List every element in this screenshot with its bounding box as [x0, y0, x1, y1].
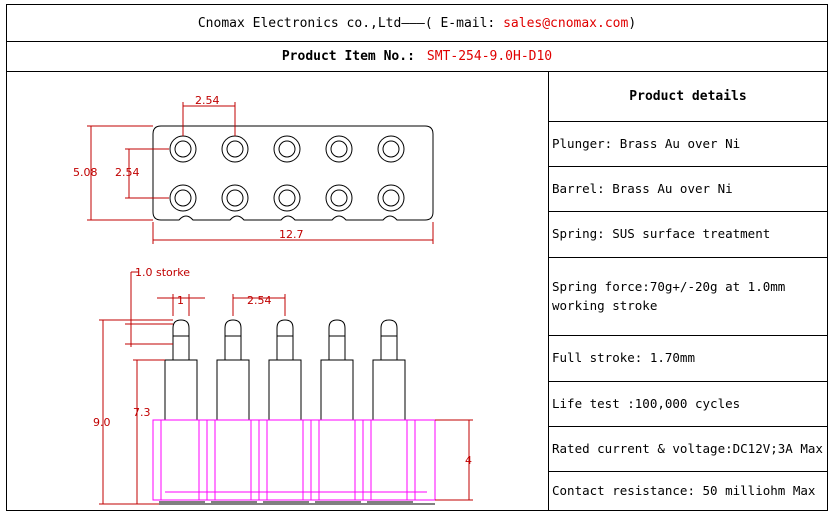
detail-rated-current: Rated current & voltage:DC12V;3A Max — [549, 427, 827, 472]
details-title: Product details — [549, 72, 827, 122]
detail-life-test: Life test :100,000 cycles — [549, 382, 827, 427]
side-base-height-label: 4 — [465, 454, 472, 467]
item-label: Product Item No.: — [281, 49, 415, 64]
detail-full-stroke: Full stroke: 1.70mm — [549, 336, 827, 382]
pins — [159, 319, 435, 505]
technical-drawing: 2.54 5.08 2.54 12.7 — [7, 72, 549, 510]
top-height-label: 5.08 — [73, 166, 98, 179]
side-pitch-label: 2.54 — [247, 294, 272, 307]
side-plunger-label: 1 — [177, 294, 184, 307]
insulator-base — [152, 419, 436, 501]
item-number: SMT-254-9.0H-D10 — [426, 49, 553, 64]
drawing-svg: 2.54 5.08 2.54 12.7 — [73, 94, 473, 505]
side-stroke-label: 1.0 storke — [135, 266, 190, 279]
top-view-outline — [152, 125, 434, 221]
detail-contact-resistance: Contact resistance: 50 milliohm Max — [552, 482, 816, 498]
company-name: Cnomax Electronics co.,Ltd———( E-mail: — [197, 15, 504, 31]
top-pitch-label: 2.54 — [195, 94, 220, 107]
email-link[interactable]: sales@cnomax.com — [503, 15, 629, 31]
side-view-dimensions — [99, 271, 473, 505]
side-total-height-label: 9.0 — [93, 416, 111, 429]
side-body-height-label: 7.3 — [133, 406, 151, 419]
detail-plunger: Plunger: Brass Au over Ni — [549, 122, 827, 167]
product-details-table: Product details Plunger: Brass Au over N… — [549, 72, 827, 510]
pin-holes — [169, 135, 405, 212]
datasheet: Cnomax Electronics co.,Ltd———( E-mail: s… — [6, 4, 828, 511]
detail-spring: Spring: SUS surface treatment — [549, 212, 827, 258]
close-paren: ) — [628, 15, 637, 31]
top-view — [152, 125, 434, 221]
company-header: Cnomax Electronics co.,Ltd———( E-mail: s… — [7, 5, 827, 42]
top-row-pitch-label: 2.54 — [115, 166, 140, 179]
detail-barrel: Barrel: Brass Au over Ni — [549, 167, 827, 212]
product-item-row: Product Item No.: SMT-254-9.0H-D10 — [7, 42, 827, 72]
side-view — [152, 319, 436, 505]
top-width-label: 12.7 — [279, 228, 304, 241]
detail-spring-force: Spring force:70g+/-20g at 1.0mm working … — [549, 258, 827, 336]
top-view-dimensions — [87, 102, 434, 244]
